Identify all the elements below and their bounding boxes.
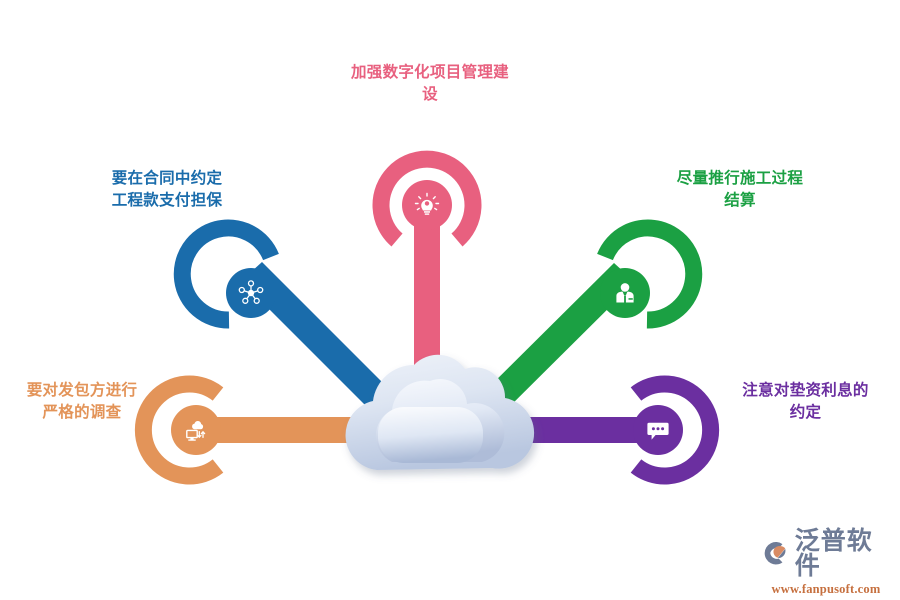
businessman-icon bbox=[616, 283, 634, 303]
fanpu-logo-icon bbox=[764, 541, 786, 564]
node-upper-left[interactable] bbox=[173, 219, 279, 329]
node-top-outer-ring bbox=[372, 150, 482, 247]
network-hub-icon bbox=[238, 280, 264, 304]
node-upper-right-outer-ring bbox=[597, 219, 703, 329]
node-right[interactable] bbox=[630, 375, 720, 485]
node-label-upper-left: 要在合同中约定 工程款支付担保 bbox=[111, 170, 223, 210]
node-label-top: 加强数字化项目管理建 设 bbox=[350, 64, 509, 104]
brand-name: 泛普软件 bbox=[794, 525, 873, 580]
node-label-left: 要对发包方进行 严格的调查 bbox=[26, 382, 138, 422]
node-top[interactable] bbox=[372, 150, 482, 247]
cloud-body-front bbox=[378, 407, 483, 463]
cloud-computer-sync-icon bbox=[186, 420, 206, 441]
node-upper-right-inner-disc bbox=[600, 268, 650, 318]
node-upper-left-outer-ring bbox=[173, 219, 279, 329]
lightbulb-icon bbox=[414, 192, 440, 215]
connector-upper-left bbox=[241, 262, 404, 423]
node-left-outer-ring bbox=[134, 375, 224, 485]
connector-upper-right bbox=[471, 263, 635, 424]
node-label-upper-right: 尽量推行施工过程 结算 bbox=[676, 170, 804, 210]
node-upper-right[interactable] bbox=[597, 219, 703, 329]
brand-url: www.fanpusoft.com bbox=[771, 581, 881, 596]
node-label-right: 注意对垫资利息的 约定 bbox=[742, 382, 869, 422]
node-left[interactable] bbox=[134, 375, 224, 485]
chat-bubble-icon bbox=[647, 422, 669, 440]
center-cloud[interactable] bbox=[345, 354, 535, 470]
node-right-outer-ring bbox=[630, 375, 720, 485]
brand-watermark: 泛普软件 www.fanpusoft.com bbox=[760, 528, 892, 596]
